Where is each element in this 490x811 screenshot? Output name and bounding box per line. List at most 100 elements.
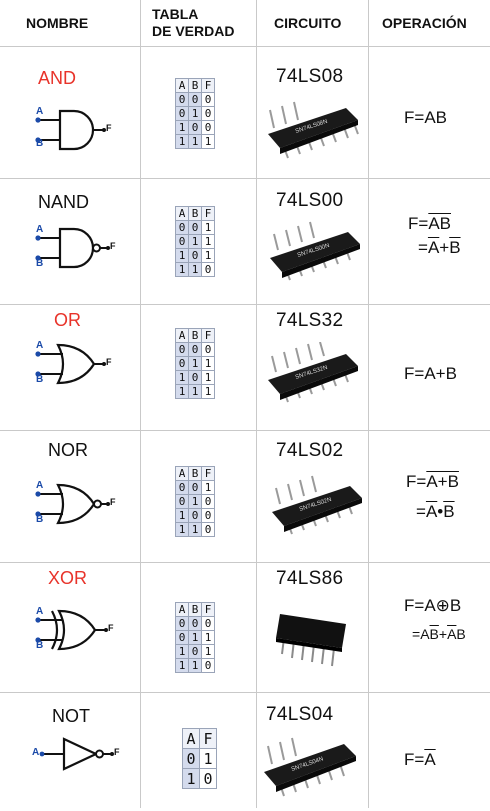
tt-cell: 1 — [201, 480, 215, 495]
nor-gate-icon — [32, 482, 118, 531]
op-prefix: F= — [404, 364, 425, 383]
divider — [368, 0, 369, 808]
tt-cell: 0 — [175, 616, 189, 631]
divider — [140, 0, 141, 808]
divider — [0, 304, 490, 305]
pin-label-b: B — [36, 138, 44, 149]
pin-label-f: F — [106, 357, 112, 367]
tt-cell: 1 — [175, 508, 189, 523]
pin-label-f: F — [110, 241, 116, 251]
header-nombre: NOMBRE — [26, 15, 89, 31]
tt-cell: 0 — [201, 120, 215, 135]
tt-cell: 0 — [175, 480, 189, 495]
operation-line1: F=A+B — [406, 472, 459, 492]
chip-code: 74LS08 — [276, 66, 344, 87]
header-tabla-line1: TABLA — [152, 6, 199, 22]
tt-header: F — [199, 728, 217, 749]
op-expr: A+B — [424, 364, 457, 383]
tt-cell: 0 — [175, 630, 189, 645]
tt-cell: 1 — [175, 658, 189, 673]
not-gate-icon — [38, 736, 124, 777]
divider — [256, 0, 257, 808]
divider — [0, 430, 490, 431]
tt-header: A — [175, 78, 189, 93]
pin-label-f: F — [106, 123, 112, 133]
and-gate-icon — [32, 108, 118, 157]
tt-cell: 1 — [201, 220, 215, 235]
tt-header: F — [201, 328, 215, 343]
tt-cell: 1 — [201, 234, 215, 249]
gate-name: XOR — [48, 568, 88, 588]
op-term: A — [425, 502, 438, 521]
tt-header: A — [182, 728, 200, 749]
tt-cell: 1 — [201, 370, 215, 385]
op-term: B — [456, 626, 466, 642]
tt-cell: 0 — [188, 248, 202, 263]
tt-cell: 0 — [201, 658, 215, 673]
tt-cell: 1 — [175, 248, 189, 263]
chip-code: 74LS00 — [276, 190, 344, 211]
tt-header: F — [201, 78, 215, 93]
pin-label-a: A — [36, 606, 44, 617]
ic-chip-image: SN74LS00N — [264, 220, 364, 297]
tt-cell: 0 — [175, 92, 189, 107]
tt-cell: 0 — [188, 370, 202, 385]
tt-cell: 0 — [201, 106, 215, 121]
pin-label-a: A — [36, 480, 44, 491]
tt-cell: 1 — [175, 120, 189, 135]
tt-cell: 1 — [188, 134, 202, 149]
chip-code: 74LS04 — [266, 704, 334, 725]
tt-cell: 1 — [188, 234, 202, 249]
tt-cell: 0 — [188, 92, 202, 107]
tt-header: F — [201, 602, 215, 617]
ic-chip-image: SN74LS02N — [266, 474, 366, 551]
op-prefix: F= — [404, 750, 425, 769]
tt-header: A — [175, 328, 189, 343]
tt-cell: 0 — [188, 480, 202, 495]
tt-cell: 1 — [188, 630, 202, 645]
chip-code: 74LS86 — [276, 568, 344, 589]
tt-cell: 0 — [175, 494, 189, 509]
divider — [0, 562, 490, 563]
tt-header: B — [188, 602, 202, 617]
pin-label-a: A — [36, 106, 44, 117]
pin-label-b: B — [36, 514, 44, 525]
tt-cell: 0 — [188, 616, 202, 631]
header-tabla-line2: DE VERDAD — [152, 23, 235, 39]
tt-cell: 0 — [201, 494, 215, 509]
pin-label-f: F — [108, 623, 114, 633]
tt-cell: 0 — [201, 508, 215, 523]
pin-label-f: F — [114, 747, 120, 757]
tt-cell: 1 — [199, 748, 217, 769]
tt-cell: 1 — [175, 384, 189, 399]
op-prefix: F= — [404, 108, 425, 127]
tt-cell: 1 — [182, 768, 200, 789]
tt-cell: 1 — [201, 134, 215, 149]
header-operacion: OPERACIÓN — [382, 15, 467, 31]
tt-cell: 1 — [188, 106, 202, 121]
header-circuito: CIRCUITO — [274, 15, 342, 31]
tt-cell: 1 — [201, 384, 215, 399]
gate-name: NOT — [52, 706, 90, 726]
tt-header: B — [188, 466, 202, 481]
tt-cell: 1 — [201, 356, 215, 371]
tt-cell: 0 — [175, 106, 189, 121]
tt-cell: 1 — [201, 630, 215, 645]
pin-label-f: F — [110, 497, 116, 507]
tt-cell: 0 — [188, 342, 202, 357]
op-eq: = — [418, 238, 428, 257]
ic-chip-image — [272, 602, 352, 673]
tt-cell: 1 — [188, 494, 202, 509]
tt-cell: 1 — [175, 370, 189, 385]
tt-cell: 0 — [175, 234, 189, 249]
tt-cell: 0 — [188, 120, 202, 135]
divider — [0, 46, 490, 47]
tt-cell: 0 — [175, 342, 189, 357]
